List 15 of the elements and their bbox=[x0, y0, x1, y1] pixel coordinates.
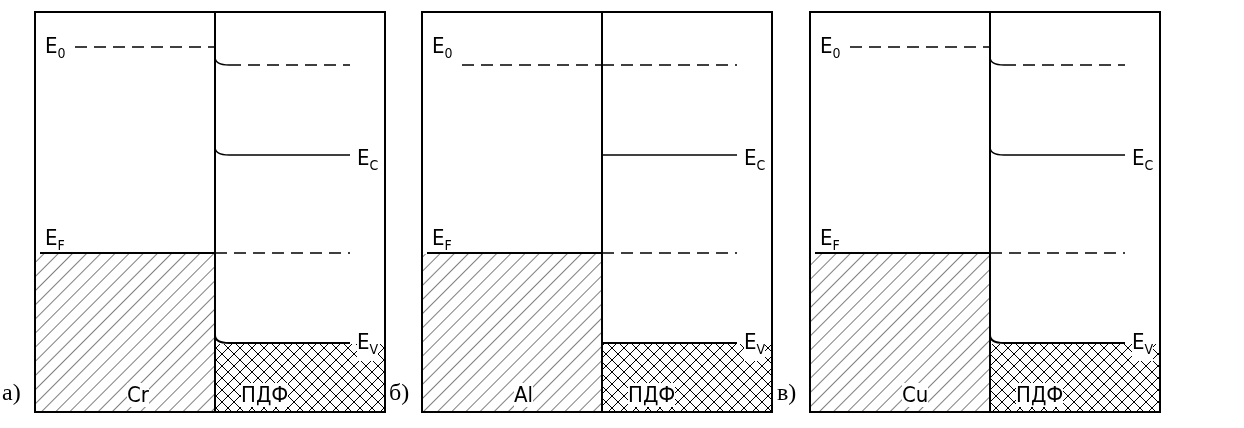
energy-level-label: E$_{V}$ bbox=[744, 330, 766, 362]
material-label: ПДФ bbox=[628, 383, 676, 407]
energy-level-label: E$_{V}$ bbox=[1132, 330, 1154, 362]
panel-label: б) bbox=[389, 380, 410, 404]
energy-level-label: E$_{F}$ bbox=[45, 226, 65, 256]
energy-level-label: E$_{F}$ bbox=[432, 226, 452, 256]
material-label: Cr bbox=[127, 383, 149, 407]
material-label: ПДФ bbox=[1016, 383, 1064, 407]
material-label: Cu bbox=[902, 383, 929, 407]
energy-level-label: E$_{V}$ bbox=[357, 330, 379, 362]
panel-label: в) bbox=[777, 380, 797, 404]
material-label: Al bbox=[514, 383, 534, 407]
panel-label: а) bbox=[2, 380, 21, 404]
material-label: ПДФ bbox=[241, 383, 289, 407]
energy-level-label: E$_{F}$ bbox=[820, 226, 840, 256]
